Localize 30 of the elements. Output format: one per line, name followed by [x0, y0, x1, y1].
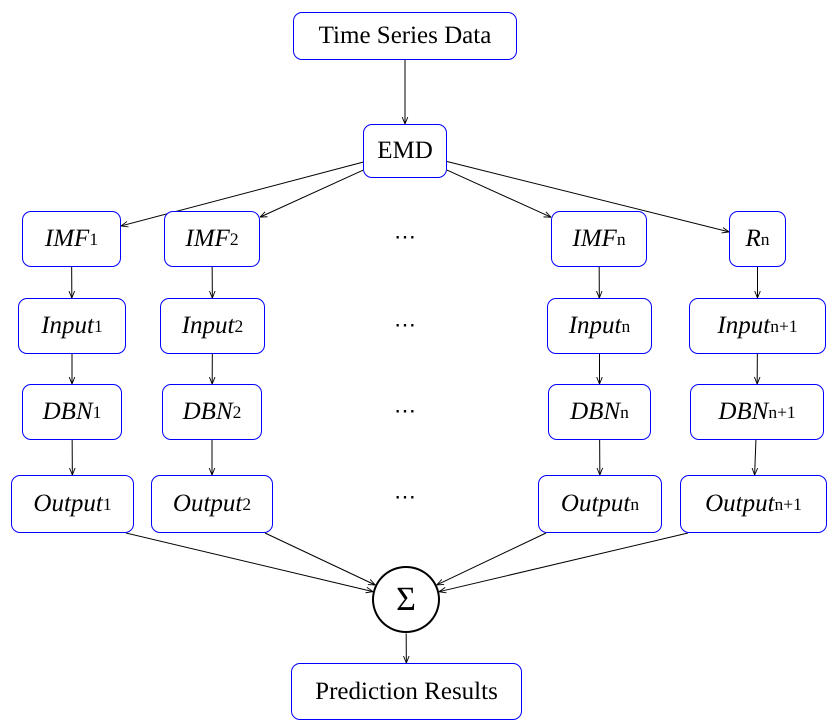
arrow: [438, 532, 688, 594]
arrow: [126, 532, 374, 594]
arrow: [208, 440, 216, 476]
ellipsis: ⋯: [394, 398, 416, 424]
arrow: [403, 633, 410, 664]
arrow: [446, 160, 730, 234]
arrow: [754, 354, 760, 384]
arrow: [596, 266, 603, 298]
ellipsis: ⋯: [394, 224, 416, 250]
ellipsis: ⋯: [394, 484, 416, 510]
arrow: [68, 354, 76, 384]
arrow: [436, 532, 546, 586]
arrow: [209, 266, 216, 298]
arrow: [208, 354, 216, 384]
arrow: [69, 440, 76, 476]
process-box: Prediction Results: [291, 663, 522, 720]
arrow: [264, 532, 376, 586]
arrow: [596, 354, 603, 384]
arrow: [596, 440, 604, 476]
arrow: [754, 266, 761, 298]
arrow: [752, 440, 758, 476]
arrow: [402, 60, 408, 124]
arrow: [120, 162, 364, 228]
ellipsis: ⋯: [394, 312, 416, 338]
process-box: Time Series Data: [293, 12, 517, 60]
arrow: [260, 170, 364, 218]
arrow: [68, 266, 76, 298]
sum-circle: Σ: [372, 566, 440, 633]
arrow: [446, 170, 552, 218]
process-box: EMD: [363, 124, 447, 178]
